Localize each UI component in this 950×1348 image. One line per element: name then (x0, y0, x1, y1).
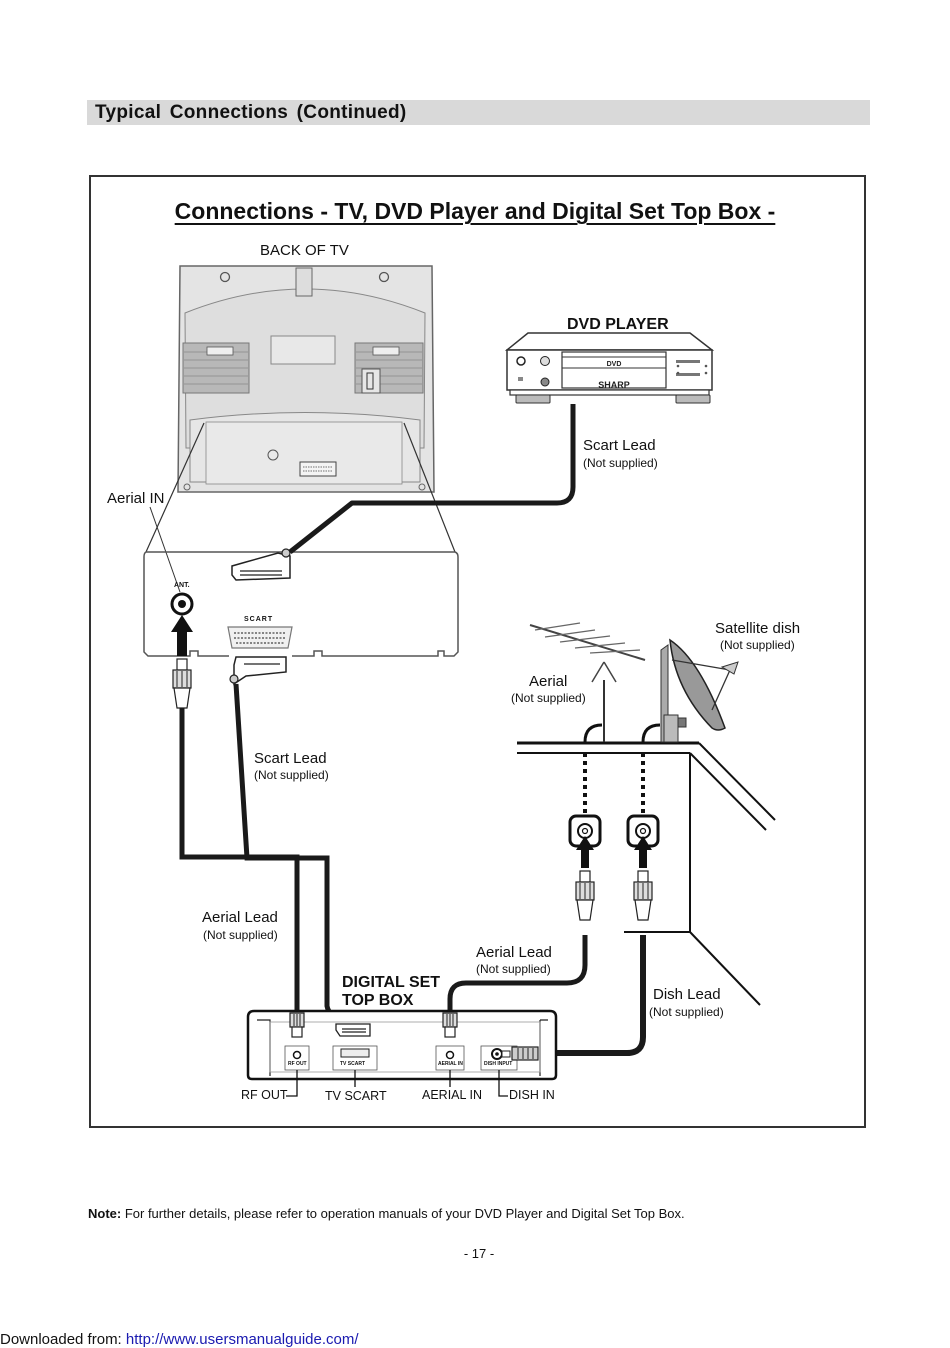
page-number: - 17 - (463, 1246, 495, 1261)
dvd-brand: SHARP (598, 380, 630, 390)
rf-aerial-cable (179, 708, 300, 1014)
aerial-lead-right-note: (Not supplied) (476, 962, 551, 976)
tv-vent-left (182, 342, 250, 394)
dish-lead-note: (Not supplied) (649, 1005, 724, 1019)
aerial-name: Aerial (529, 673, 568, 690)
note-prefix: Note: (88, 1206, 122, 1221)
scart-plug-tv-scart (335, 1023, 371, 1037)
dish-in-leader (498, 1070, 508, 1097)
back-of-tv-label: BACK OF TV (260, 242, 349, 259)
section-title: Typical Connections (Continued) (95, 102, 407, 123)
dish-lead-cable (537, 935, 646, 1056)
house-wall-illustration (517, 741, 776, 1006)
tv-screw-icon (378, 271, 390, 283)
dvd-player-label: DVD PLAYER (567, 316, 669, 333)
zoom-callout-line (145, 422, 205, 553)
scart-lead-mid-note: (Not supplied) (254, 768, 329, 782)
tv-back-illustration (177, 265, 435, 493)
aerial-lead-left-note: (Not supplied) (203, 928, 278, 942)
satellite-dish-illustration (641, 638, 739, 743)
aerial-lead-left-name: Aerial Lead (202, 909, 278, 926)
stb-port-panel-label: TV SCART (340, 1061, 365, 1067)
ant-label: ANT. (174, 582, 190, 589)
coax-plug-ant (172, 658, 192, 709)
stb-port-panel-label: AERIAL IN (438, 1061, 463, 1067)
stb-label-line1: DIGITAL SET (342, 974, 441, 991)
stb-port-panel-label: RF OUT (288, 1061, 307, 1067)
coax-plug-rf-out (289, 1012, 305, 1038)
footer-link[interactable]: http://www.usersmanualguide.com/ (125, 1331, 359, 1348)
zoom-callout-line (403, 422, 456, 553)
note-text: For further details, please refer to ope… (121, 1206, 685, 1221)
coax-plug-wall-aerial (575, 870, 595, 921)
aerial-lead-right-name: Aerial Lead (476, 944, 552, 961)
dvd-player-illustration (504, 332, 715, 404)
stb-label-line2: TOP BOX (342, 992, 414, 1009)
aerial-antenna-illustration (529, 622, 646, 743)
tv-vent-right (354, 342, 424, 394)
arrow-up-icon (171, 615, 193, 656)
diagram-title: Connections - TV, DVD Player and Digital… (174, 198, 776, 224)
scart-panel-label: SCART (244, 616, 274, 623)
rf-out-leader (286, 1070, 298, 1097)
aerial-note: (Not supplied) (511, 691, 586, 705)
dish-in-callout: DISH IN (509, 1088, 555, 1102)
scart-lead-top-name: Scart Lead (583, 437, 656, 454)
scart-plug-stb (229, 656, 287, 686)
wall-socket-aerial (568, 814, 602, 868)
tv-scart-callout: TV SCART (325, 1089, 387, 1103)
rf-out-callout: RF OUT (241, 1088, 288, 1102)
dvd-logo: DVD (607, 361, 622, 368)
stb-port-panel-label: DISH INPUT (484, 1061, 513, 1067)
section-header-bar (87, 100, 870, 125)
scart-lead-top-note: (Not supplied) (583, 456, 658, 470)
note-paragraph: Note: For further details, please refer … (88, 1206, 685, 1221)
f-plug-dish-in (501, 1046, 539, 1061)
coax-plug-wall-dish (633, 870, 653, 921)
satellite-dish-name: Satellite dish (715, 620, 801, 637)
stb-scart-cable (233, 683, 341, 1023)
tv-screw-icon (219, 271, 231, 283)
scart-lead-mid-name: Scart Lead (254, 750, 327, 767)
aerial-in-label: Aerial IN (107, 490, 165, 507)
satellite-dish-note: (Not supplied) (720, 638, 795, 652)
aerial-in-pointer (149, 506, 181, 593)
aerial-lead-cable (447, 935, 588, 1014)
diagram-frame (89, 175, 866, 1128)
dish-lead-name: Dish Lead (653, 986, 721, 1003)
scart-plug-dvd (231, 548, 291, 581)
aerial-in-callout: AERIAL IN (422, 1088, 482, 1102)
footer: Downloaded from: http://www.usersmanualg… (0, 1331, 359, 1348)
footer-prefix: Downloaded from: (0, 1331, 126, 1348)
power-button-icon (540, 356, 550, 366)
tv-connector-panel (143, 551, 459, 657)
wall-socket-dish (626, 814, 660, 868)
coax-plug-aerial-in (442, 1012, 458, 1038)
dvd-scart-cable (288, 404, 576, 554)
